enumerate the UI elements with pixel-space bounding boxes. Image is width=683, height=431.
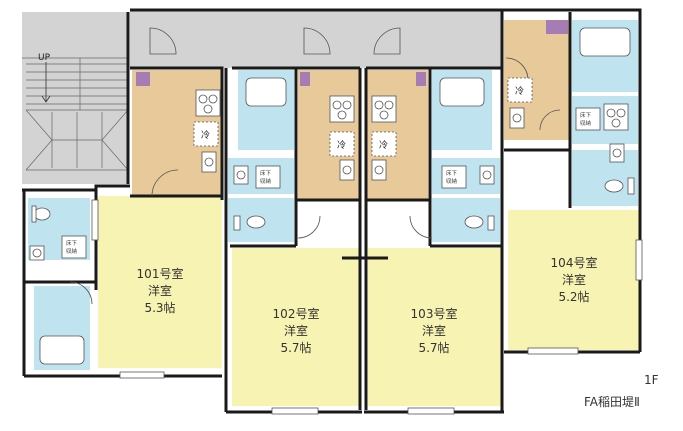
room-size: 5.2帖 bbox=[558, 289, 589, 304]
fridge-label: 冷 bbox=[337, 139, 346, 151]
windows bbox=[91, 199, 643, 415]
storage-label: 収納 bbox=[260, 177, 272, 185]
stairs-up-arrow bbox=[41, 62, 51, 103]
room-101-floor bbox=[98, 196, 222, 368]
sinks bbox=[29, 107, 625, 261]
floor-label: 1F bbox=[644, 373, 659, 387]
doors bbox=[69, 27, 561, 305]
room-type: 洋室 bbox=[422, 323, 446, 338]
room-101-label: 101号室 洋室 5.3帖 bbox=[137, 266, 184, 315]
room-type: 洋室 bbox=[562, 272, 586, 287]
storage-label: 収納 bbox=[580, 119, 592, 127]
room-104-label: 104号室 洋室 5.2帖 bbox=[551, 255, 598, 304]
fridge-spaces bbox=[193, 77, 533, 157]
stair-area bbox=[22, 12, 128, 184]
fridge-label: 冷 bbox=[201, 129, 210, 141]
storage-label: 床下 bbox=[446, 169, 458, 177]
room-size: 5.7帖 bbox=[280, 340, 311, 355]
room-104-floor bbox=[508, 210, 640, 350]
room-102-label: 102号室 洋室 5.7帖 bbox=[273, 306, 320, 355]
stairs-up-label: UP bbox=[38, 53, 51, 63]
room-type: 洋室 bbox=[284, 323, 308, 338]
closet bbox=[416, 72, 426, 86]
room-number: 101号室 bbox=[137, 266, 184, 281]
room-number: 104号室 bbox=[551, 255, 598, 270]
underfloor-storage bbox=[61, 107, 601, 259]
storage-label: 収納 bbox=[446, 177, 458, 185]
storage-label: 収納 bbox=[66, 247, 78, 255]
staircase bbox=[22, 57, 129, 171]
room-number: 103号室 bbox=[411, 306, 458, 321]
room-size: 5.7帖 bbox=[418, 340, 449, 355]
room-102-floor bbox=[232, 248, 360, 406]
walls bbox=[22, 8, 642, 414]
room-type: 洋室 bbox=[148, 283, 172, 298]
fridge-label: 冷 bbox=[515, 85, 524, 97]
closet bbox=[136, 72, 150, 86]
room-103-label: 103号室 洋室 5.7帖 bbox=[411, 306, 458, 355]
closet bbox=[300, 72, 310, 86]
toilets bbox=[31, 177, 635, 231]
storage-label: 床下 bbox=[580, 111, 592, 119]
corridor bbox=[130, 10, 502, 68]
fridge-label: 冷 bbox=[379, 139, 388, 151]
bathtubs bbox=[39, 27, 631, 365]
room-103-floor bbox=[368, 248, 502, 406]
closet bbox=[546, 20, 568, 34]
stoves bbox=[195, 89, 629, 131]
storage-label: 床下 bbox=[66, 239, 78, 247]
toilet-104 bbox=[572, 150, 638, 206]
room-number: 102号室 bbox=[273, 306, 320, 321]
room-size: 5.3帖 bbox=[144, 300, 175, 315]
storage-label: 床下 bbox=[260, 169, 272, 177]
building-name: FA稲田堤Ⅱ bbox=[584, 395, 640, 409]
